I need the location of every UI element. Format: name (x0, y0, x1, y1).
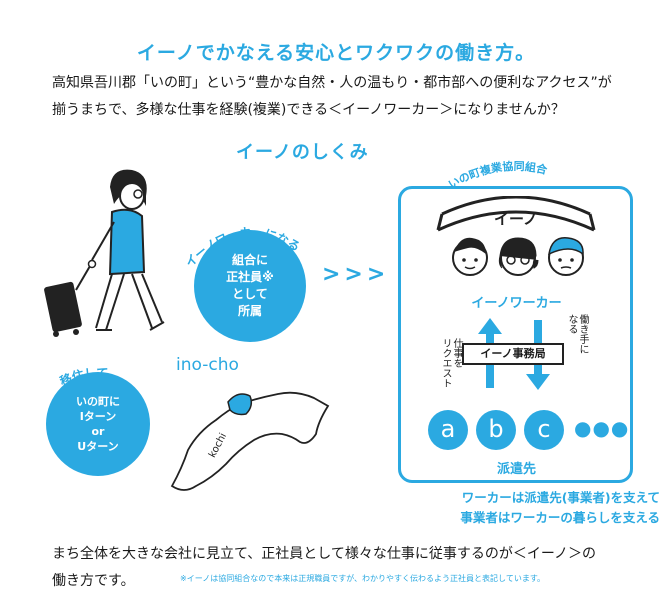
intro-text: 高知県吾川郡「いの町」という“豊かな自然・人の温もり・都市部への便利なアクセス”… (52, 70, 652, 124)
company-a: a (428, 410, 468, 450)
worker-faces-illustration (452, 237, 584, 276)
company-b: b (476, 410, 516, 450)
cooperative-arc-label: いの町複業協同組合 (446, 159, 549, 192)
walking-person-illustration (44, 169, 165, 337)
map-title: ino-cho (176, 355, 239, 375)
employee-circle-line-3: として (232, 287, 268, 301)
migrate-circle-line-4: Uターン (77, 440, 119, 453)
worker-side-label: 働き手に なる (566, 314, 588, 354)
worker-side-label-line-2: なる (566, 314, 577, 334)
footer-text: まち全体を大きな会社に見立て、正社員として様々な仕事に従事するのが＜イーノ＞の … (52, 541, 672, 595)
employee-circle: 組合に 正社員※ として 所属 (194, 230, 306, 342)
employee-circle-line-2: 正社員※ (226, 270, 274, 284)
intro-line-2: 揃うまちで、多様な仕事を経験(複業)できる＜イーノワーカー＞になりませんか？ (52, 102, 565, 118)
migrate-circle-line-3: or (91, 425, 105, 438)
request-label-line-1: 仕事を (451, 338, 462, 368)
mechanism-heading: イーノのしくみ (236, 142, 369, 163)
support-line-2: 事業者はワーカーの暮らしを支える (460, 510, 660, 525)
footer-line-1: まち全体を大きな会社に見立て、正社員として様々な仕事に従事するのが＜イーノ＞の (52, 546, 597, 562)
dispatch-label: 派遣先 (496, 462, 536, 477)
migrate-circle-line-2: Iターン (79, 410, 117, 423)
employee-circle-line-1: 組合に (231, 253, 268, 267)
flow-arrows: >>> (322, 262, 390, 287)
office-label: イーノ事務局 (462, 343, 564, 365)
more-companies: ●●● (574, 416, 630, 440)
support-line-1: ワーカーは派遣先(事業者)を支えて (461, 490, 660, 505)
worker-label: イーノワーカー (471, 296, 562, 311)
intro-line-1: 高知県吾川郡「いの町」という“豊かな自然・人の温もり・都市部への便利なアクセス”… (52, 75, 612, 91)
migrate-circle-line-1: いの町に (76, 395, 120, 408)
footnote: ※イーノは協同組合なので本来は正規職員ですが、わかりやすく伝わるよう正社員と表記… (180, 574, 546, 583)
svg-text:イーノ: イーノ (494, 210, 538, 228)
employee-circle-line-4: 所属 (237, 304, 262, 318)
footer-line-2: 働き方です。 (52, 573, 135, 589)
svg-text:いの町複業協同組合: いの町複業協同組合 (446, 159, 549, 192)
kochi-map (170, 391, 330, 491)
worker-side-label-line-1: 働き手に (577, 314, 588, 354)
request-label: 仕事を リクエスト (440, 338, 462, 388)
company-c: c (524, 410, 564, 450)
migrate-circle: いの町に Iターン or Uターン (46, 372, 150, 476)
cooperative-box (398, 186, 633, 483)
page-title: イーノでかなえる安心とワクワクの働き方。 (136, 42, 536, 64)
support-text: ワーカーは派遣先(事業者)を支えて 事業者はワーカーの暮らしを支える (360, 488, 660, 528)
cooperative-banner: イーノ (436, 196, 596, 232)
request-label-line-2: リクエスト (440, 338, 451, 388)
